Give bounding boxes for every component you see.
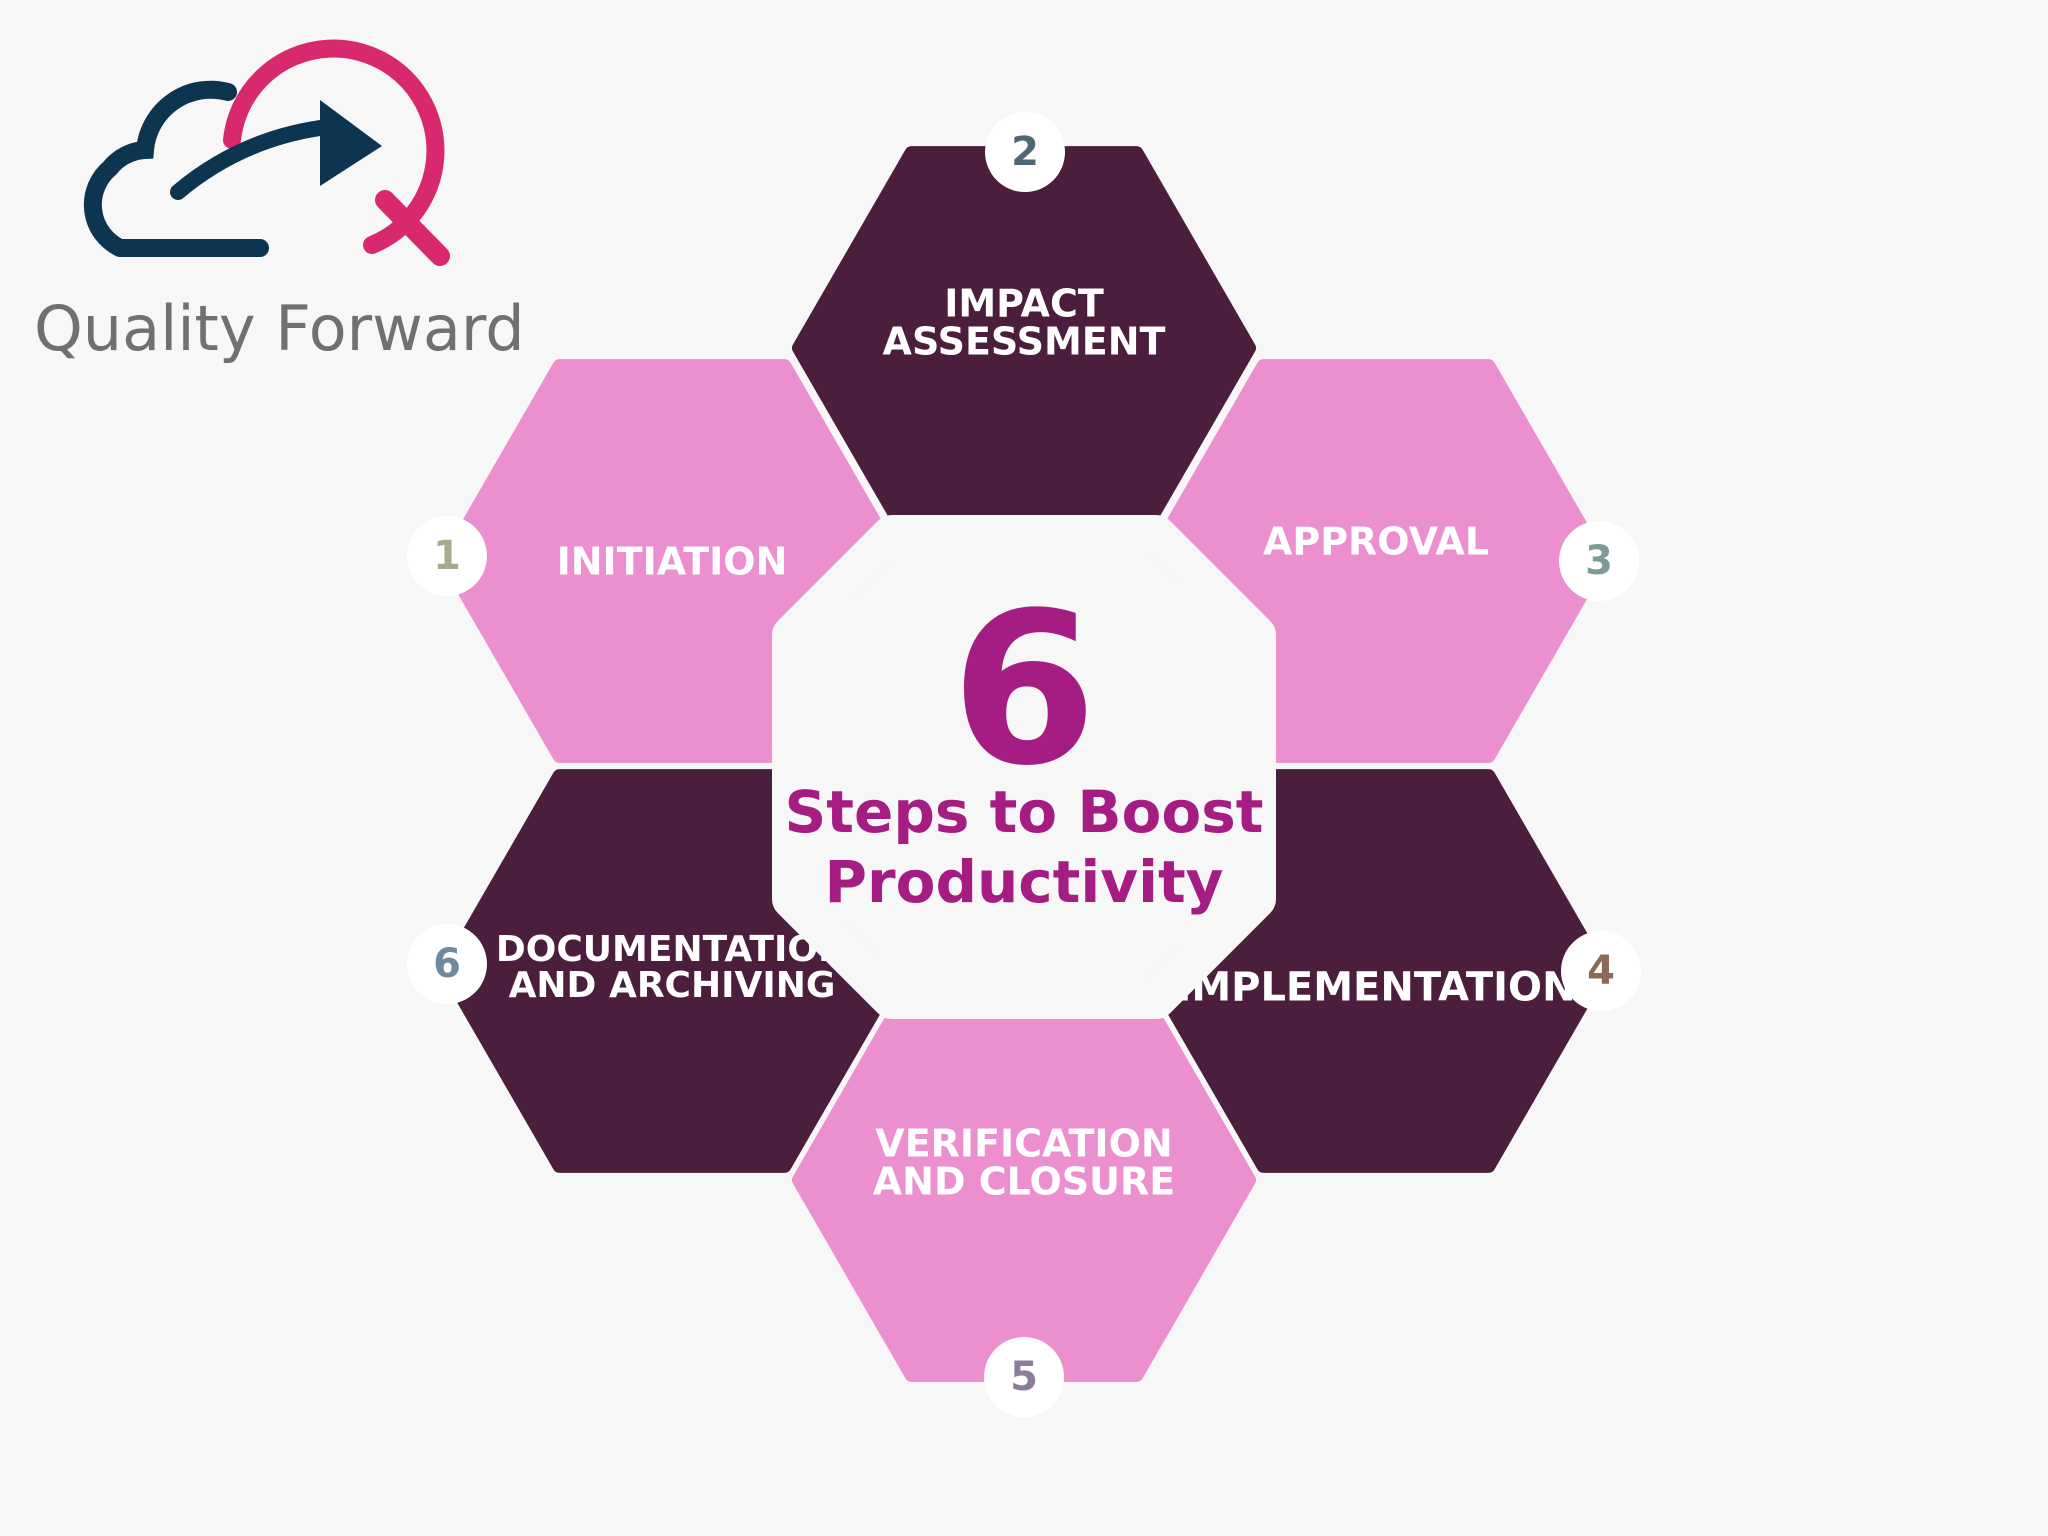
step-number-badges: 1 2 3 4 5 6 — [407, 112, 1641, 1417]
step-5-label-line-1: VERIFICATION — [875, 1122, 1172, 1166]
center-title-line-2: Productivity — [825, 848, 1224, 916]
step-2-label-line-1: IMPACT — [944, 282, 1104, 326]
step-badge-5 — [984, 1337, 1064, 1417]
step-badge-4 — [1561, 931, 1641, 1011]
step-5-label-line-2: AND CLOSURE — [873, 1160, 1175, 1204]
cloud-icon — [83, 80, 269, 257]
step-2-label-line-2: ASSESSMENT — [883, 320, 1166, 364]
step-3-label-line-1: APPROVAL — [1263, 520, 1489, 564]
forward-arrow-icon — [170, 100, 382, 200]
step-1-label-line-1: INITIATION — [557, 540, 788, 584]
step-badge-number-4: 4 — [1587, 948, 1615, 994]
magnifier-icon — [223, 39, 450, 266]
step-badge-2 — [985, 112, 1065, 192]
step-badge-6 — [407, 924, 487, 1004]
step-badge-1 — [407, 516, 487, 596]
step-badge-number-3: 3 — [1585, 538, 1613, 584]
step-badge-number-1: 1 — [433, 533, 461, 579]
step-6-label-line-1: DOCUMENTATION — [496, 929, 848, 970]
step-badge-3 — [1559, 521, 1639, 601]
step-badge-number-5: 5 — [1010, 1354, 1038, 1400]
center-title-line-1: Steps to Boost — [785, 778, 1264, 846]
center-number: 6 — [951, 567, 1097, 812]
center-title: 6 Steps to Boost Productivity — [785, 567, 1264, 916]
brand-name: Quality Forward — [34, 292, 525, 365]
step-4-label-line-1: IMPLEMENTATION — [1176, 964, 1575, 1010]
step-badge-number-2: 2 — [1011, 129, 1039, 175]
center-octagon — [772, 515, 1276, 1019]
step-badge-number-6: 6 — [433, 941, 461, 987]
step-6-label-line-2: AND ARCHIVING — [509, 965, 836, 1006]
quality-forward-logo: Quality Forward — [34, 39, 525, 365]
